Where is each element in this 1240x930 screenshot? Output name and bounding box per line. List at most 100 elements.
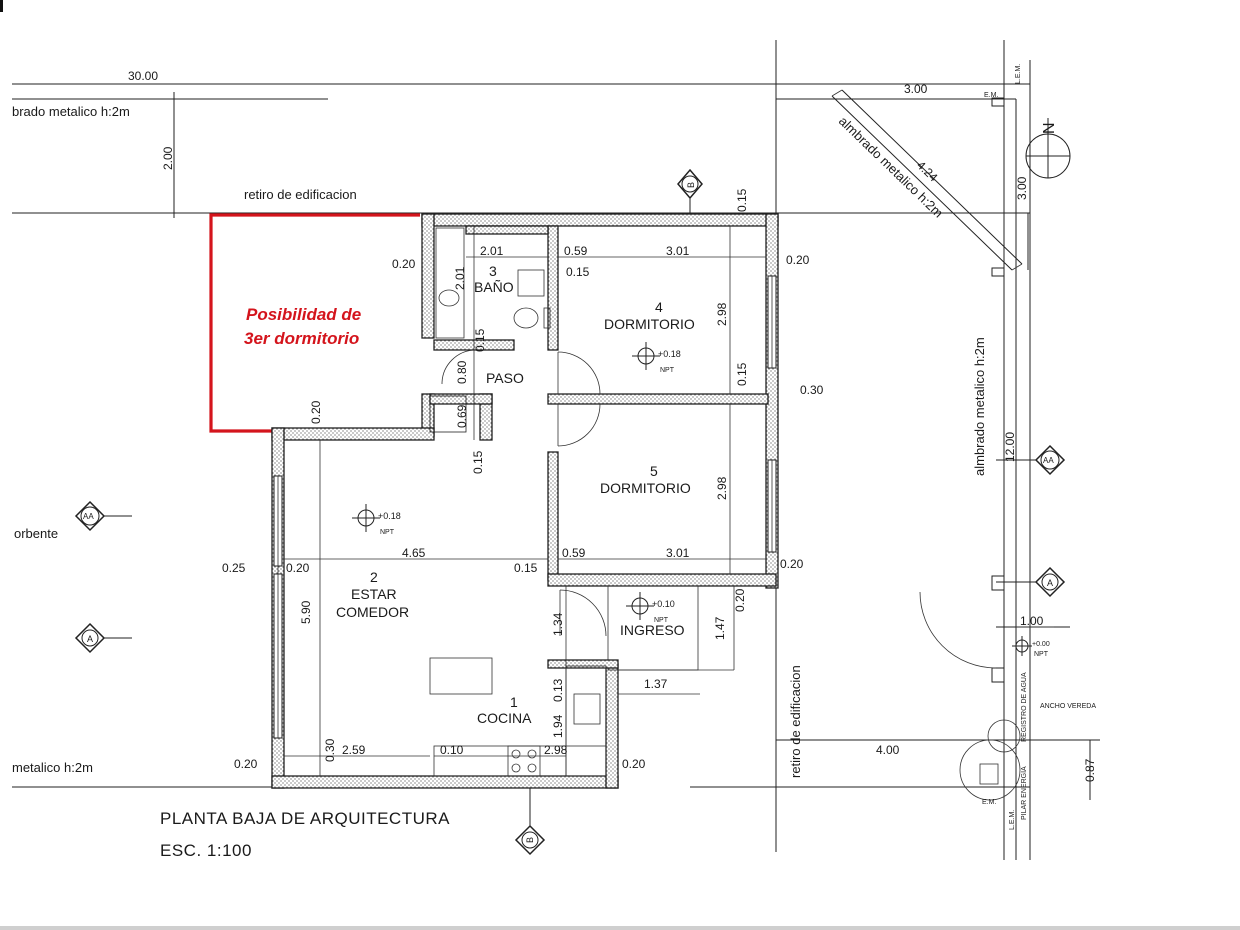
paso-name: PASO	[486, 370, 524, 386]
cocina-number: 1	[510, 694, 518, 710]
level-marker-estar: +0.18 NPT	[352, 504, 401, 536]
estar-name2: COMEDOR	[336, 604, 409, 620]
dim-3-01-bottom: 3.01	[666, 546, 690, 560]
dim-5-90: 5.90	[299, 600, 313, 624]
dorm4-number: 4	[655, 299, 663, 315]
setback-top-label: retiro de edificacion	[244, 187, 357, 202]
dim-0-87: 0.87	[1083, 758, 1097, 782]
dim-0-15-top: 0.15	[735, 188, 749, 212]
highlight-line1: Posibilidad de	[246, 305, 361, 324]
dim-2-98-dorm5: 2.98	[715, 476, 729, 500]
highlight-line2: 3er dormitorio	[244, 329, 359, 348]
cocina-name: COCINA	[477, 710, 532, 726]
dim-4-65: 4.65	[402, 546, 426, 560]
dim-4-00: 4.00	[876, 743, 900, 757]
marker-label: B	[525, 837, 535, 843]
dim-0-15-bano: 0.15	[566, 265, 590, 279]
doors	[441, 349, 997, 669]
dim-0-59-bottom: 0.59	[562, 546, 586, 560]
level-value: +0.10	[652, 599, 675, 609]
fence-top-label: brado metalico h:2m	[12, 104, 130, 119]
dim-3-00-top: 3.00	[904, 82, 928, 96]
dim-2-01-v: 2.01	[453, 266, 467, 290]
paper-edge	[0, 926, 1240, 930]
dim-1-00: 1.00	[1020, 614, 1044, 628]
dimension-lines	[284, 226, 1054, 776]
ingreso-name: INGRESO	[620, 622, 685, 638]
bathroom-fixtures	[435, 227, 551, 339]
plan-scale: ESC. 1:100	[160, 841, 252, 860]
section-marker-aa-right: AA	[996, 444, 1066, 476]
level-marker-ingreso: +0.10 NPT	[626, 592, 675, 624]
level-ref: NPT	[660, 367, 675, 374]
dim-0-15-mid: 0.15	[471, 450, 485, 474]
em-top-label: E.M.	[984, 92, 998, 99]
dim-12-00: 12.00	[1003, 432, 1017, 462]
dim-0-20-ingreso: 0.20	[733, 588, 747, 612]
dim-0-15-right: 0.15	[735, 362, 749, 386]
dorm4-name: DORMITORIO	[604, 316, 695, 332]
estar-number: 2	[370, 569, 378, 585]
dim-0-20-right-top: 0.20	[786, 253, 810, 267]
bano-name: BAÑO	[474, 279, 514, 295]
dim-0-20-estar: 0.20	[286, 561, 310, 575]
marker-label: A	[1047, 578, 1053, 588]
dim-2-98-dorm4: 2.98	[715, 302, 729, 326]
dim-0-80: 0.80	[455, 360, 469, 384]
fence-bottom-label: metalico h:2m	[12, 760, 93, 775]
svg-text:N: N	[1041, 122, 1058, 134]
dim-0-20-bl: 0.20	[234, 757, 258, 771]
dim-0-15-paso: 0.15	[473, 328, 487, 352]
ancho-vereda-label: ANCHO VEREDA	[1040, 703, 1096, 710]
marker-label: B	[686, 182, 696, 188]
dim-0-69: 0.69	[455, 404, 469, 428]
section-marker-aa-left: AA	[74, 500, 132, 532]
dim-1-37: 1.37	[644, 677, 668, 691]
level-value: +0.18	[658, 349, 681, 359]
diagonal-fence	[831, 89, 1023, 271]
level-ref: NPT	[380, 529, 395, 536]
service-elements	[959, 719, 1021, 801]
section-marker-a-right: A	[996, 566, 1066, 598]
dim-0-20-bano: 0.20	[392, 257, 416, 271]
em-bottom-label: E.M.	[982, 799, 996, 806]
dim-0-20-br: 0.20	[622, 757, 646, 771]
dim-0-59-top: 0.59	[564, 244, 588, 258]
dim-1-47: 1.47	[713, 616, 727, 640]
dim-0-30: 0.30	[800, 383, 824, 397]
pilar-energia-label: PILAR ENERGIA	[1021, 766, 1028, 820]
section-marker-a-left: A	[74, 622, 132, 654]
level-marker-dorm4: +0.18 NPT	[632, 342, 681, 374]
dim-3-00-right: 3.00	[1015, 176, 1029, 200]
estar-name1: ESTAR	[351, 586, 397, 602]
north-arrow-icon: N	[1025, 118, 1071, 179]
dim-1-34: 1.34	[551, 612, 565, 636]
marker-label: AA	[83, 512, 94, 521]
dim-30-00: 30.00	[128, 69, 158, 83]
marker-label: A	[87, 634, 93, 644]
level-value: +0.18	[378, 511, 401, 521]
level-ref: NPT	[654, 617, 669, 624]
dim-1-94: 1.94	[551, 714, 565, 738]
dim-2-01-h: 2.01	[480, 244, 504, 258]
section-marker-b-bottom: B	[514, 788, 546, 856]
dim-2-00: 2.00	[161, 146, 175, 170]
dim-0-13: 0.13	[551, 678, 565, 702]
dim-0-20-left: 0.20	[309, 400, 323, 424]
level-marker-exterior: +0.00 NPT	[1012, 636, 1050, 658]
orbente-label: orbente	[14, 526, 58, 541]
windows	[273, 275, 777, 739]
level-value: +0.00	[1032, 641, 1050, 648]
dim-2-59: 2.59	[342, 743, 366, 757]
bano-number: 3	[489, 263, 497, 279]
dorm5-name: DORMITORIO	[600, 480, 691, 496]
dim-0-15-estar: 0.15	[514, 561, 538, 575]
marker-label: AA	[1043, 456, 1054, 465]
le-top-label: L.E.M.	[1015, 64, 1022, 84]
dim-0-20-dorm5: 0.20	[780, 557, 804, 571]
dim-2-98-bottom: 2.98	[544, 743, 568, 757]
dim-0-10: 0.10	[440, 743, 464, 757]
registro-agua-label: REGISTRO DE AGUA	[1021, 672, 1028, 742]
